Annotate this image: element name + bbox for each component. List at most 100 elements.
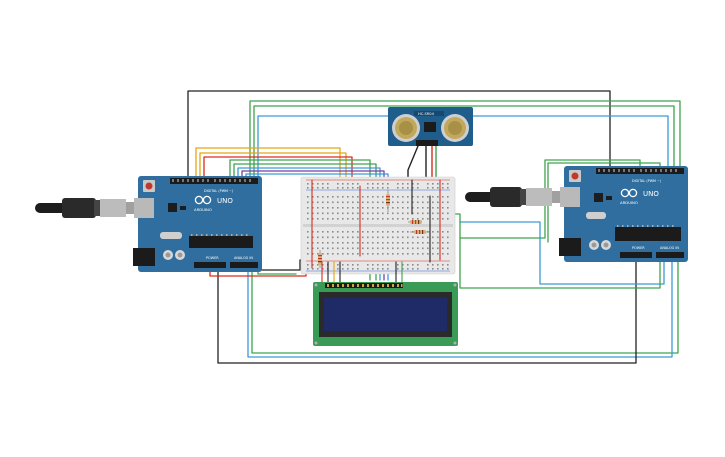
breadboard-hole [402, 187, 404, 189]
breadboard-hole [342, 236, 344, 239]
breadboard-hole [417, 207, 419, 209]
breadboard-hole [437, 242, 439, 244]
breadboard-hole [382, 201, 384, 204]
ultrasonic-sensor[interactable]: HC-SR04 [388, 107, 473, 146]
resistor-2[interactable] [408, 220, 422, 224]
breadboard-hole [377, 247, 379, 250]
breadboard-hole [357, 231, 359, 233]
breadboard-hole [412, 236, 414, 239]
breadboard-hole [402, 196, 404, 198]
breadboard-hole [397, 218, 399, 220]
breadboard-hole [402, 212, 404, 215]
breadboard-hole [402, 201, 404, 204]
wire-green-bottom-1[interactable] [251, 261, 679, 354]
wire-green-top-1[interactable] [249, 100, 681, 181]
breadboard-hole [357, 264, 359, 266]
breadboard-hole [407, 242, 409, 244]
breadboard-hole [312, 212, 314, 215]
breadboard-hole [397, 183, 399, 185]
breadboard-hole [422, 247, 424, 250]
breadboard-hole [407, 268, 409, 270]
breadboard-hole [332, 207, 334, 209]
arduino-logo [620, 188, 638, 198]
analog-header[interactable] [656, 252, 684, 258]
breadboard-hole [382, 196, 384, 198]
breadboard-hole [422, 207, 424, 209]
power-jack[interactable] [133, 248, 155, 266]
usb-cable-right [465, 187, 566, 207]
breadboard-hole [372, 236, 374, 239]
breadboard-hole [332, 201, 334, 204]
wire-green-top-2[interactable] [253, 105, 675, 181]
breadboard[interactable] [300, 176, 456, 275]
power-header[interactable] [620, 252, 652, 258]
usb-cable-left [35, 198, 140, 218]
breadboard-hole [332, 212, 334, 215]
wire-blue-bottom-1[interactable] [247, 261, 673, 358]
arduino-uno-left[interactable]: DIGITAL (PWM ~) UNO ARDUINO [133, 176, 262, 272]
breadboard-hole [352, 247, 354, 250]
breadboard-hole [377, 183, 379, 185]
breadboard-hole [422, 212, 424, 215]
breadboard-hole [432, 212, 434, 215]
lcd-display[interactable] [313, 282, 458, 346]
breadboard-hole [367, 247, 369, 250]
wire-black-top[interactable] [187, 90, 611, 181]
breadboard-hole [327, 242, 329, 244]
breadboard-hole [432, 183, 434, 185]
power-header[interactable] [194, 262, 226, 268]
breadboard-hole [372, 268, 374, 270]
breadboard-hole [427, 207, 429, 209]
breadboard-hole [382, 242, 384, 244]
sensor-model-label: HC-SR04 [418, 112, 435, 116]
breadboard-hole [317, 231, 319, 233]
breadboard-hole [362, 218, 364, 220]
usb-port[interactable] [134, 198, 154, 218]
breadboard-hole [317, 187, 319, 189]
breadboard-hole [322, 247, 324, 250]
power-jack[interactable] [559, 238, 581, 256]
wire-blue-right-low[interactable] [459, 221, 665, 285]
usb-port[interactable] [560, 187, 580, 207]
breadboard-hole [362, 242, 364, 244]
wire-black-bottom-1[interactable] [217, 261, 637, 364]
breadboard-hole [392, 247, 394, 250]
breadboard-hole [327, 201, 329, 204]
breadboard-hole [362, 236, 364, 239]
breadboard-hole [362, 231, 364, 233]
breadboard-hole [447, 218, 449, 220]
resistor-3[interactable] [410, 230, 430, 234]
breadboard-hole [442, 207, 444, 209]
breadboard-hole [342, 201, 344, 204]
breadboard-hole [432, 236, 434, 239]
analog-header[interactable] [230, 262, 258, 268]
breadboard-hole [322, 196, 324, 198]
breadboard-hole [337, 247, 339, 250]
wire-green-middle[interactable] [257, 261, 297, 275]
breadboard-hole [352, 183, 354, 185]
sensor-pins[interactable] [416, 140, 438, 146]
breadboard-hole [407, 236, 409, 239]
breadboard-hole [447, 247, 449, 250]
breadboard-hole [357, 218, 359, 220]
breadboard-hole [357, 242, 359, 244]
breadboard-hole [417, 268, 419, 270]
breadboard-hole [397, 264, 399, 266]
breadboard-hole [382, 218, 384, 220]
breadboard-hole [442, 253, 444, 255]
breadboard-hole [337, 212, 339, 215]
breadboard-hole [307, 268, 309, 270]
breadboard-hole [382, 253, 384, 255]
atmega-chip [189, 236, 253, 248]
breadboard-hole [362, 201, 364, 204]
brand-label: ARDUINO [194, 207, 212, 212]
arduino-uno-right[interactable]: DIGITAL (PWM ~) UNO ARDUINO POWER ANALOG… [559, 166, 688, 262]
breadboard-hole [347, 218, 349, 220]
resistor-4[interactable] [318, 250, 322, 268]
breadboard-hole [442, 201, 444, 204]
resistor-1[interactable] [386, 190, 390, 212]
breadboard-hole [442, 264, 444, 266]
breadboard-hole [382, 231, 384, 233]
breadboard-hole [432, 253, 434, 255]
